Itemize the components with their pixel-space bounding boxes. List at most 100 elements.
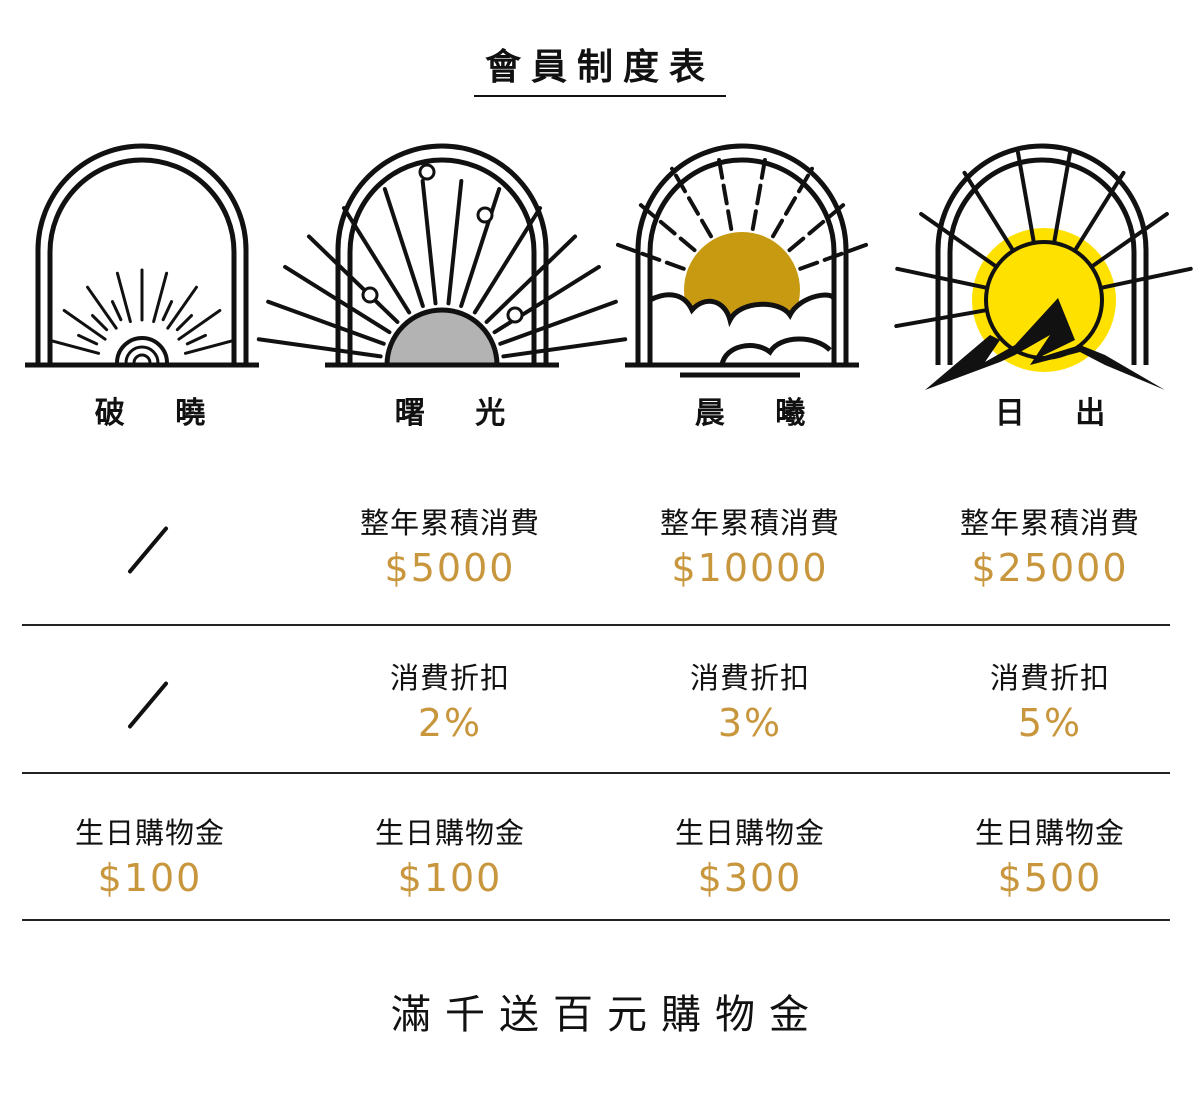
sun-ray: [1052, 150, 1073, 245]
row-divider: [22, 772, 1170, 774]
sun-ray: [1098, 266, 1193, 290]
tier-1: 破 曉: [0, 140, 300, 440]
benefit-label: 消費折扣: [389, 661, 510, 695]
benefit-label: 生日購物金: [374, 816, 525, 850]
sun-ray: [175, 314, 193, 332]
tier-2: 曙 光: [256, 140, 628, 440]
benefit-label: 生日購物金: [974, 816, 1125, 850]
benefit-label: 生日購物金: [674, 816, 825, 850]
benefit-value: $100: [397, 856, 503, 900]
benefit-value: $100: [97, 856, 203, 900]
sun-ray: [161, 300, 174, 322]
sun-ray: [459, 187, 502, 309]
tier-name: 晨 曦: [694, 396, 826, 431]
sun-ray: [798, 240, 876, 271]
sun-ray: [341, 206, 412, 315]
sun-ray: [446, 179, 464, 306]
row-divider: [22, 919, 1170, 921]
benefit-value: $5000: [384, 546, 516, 590]
gray-sun: [384, 307, 500, 368]
sun-ray: [306, 234, 400, 324]
benefit-value: $25000: [971, 546, 1129, 590]
sun-ray: [1072, 170, 1126, 253]
sun-ray: [670, 166, 713, 239]
tier-name: 破 曉: [94, 396, 226, 431]
sun-ray: [177, 309, 222, 341]
sun-ray: [283, 264, 392, 335]
sun-ray: [183, 338, 236, 355]
clouds: [647, 292, 837, 368]
tier-name: 曙 光: [394, 396, 526, 431]
benefit-cell: 消費折扣 3%: [600, 655, 900, 745]
benefit-cell: 生日購物金 $500: [900, 810, 1200, 900]
sun-ray: [715, 150, 734, 231]
title-underline: [474, 95, 726, 97]
sun-ray: [77, 333, 99, 346]
sun-ray: [919, 211, 999, 269]
benefit-value: $300: [697, 856, 803, 900]
benefit-label: 生日購物金: [74, 816, 225, 850]
sun-ray: [771, 166, 814, 239]
sun-ray: [501, 337, 628, 359]
benefit-cell: 整年累積消費 $25000: [900, 500, 1200, 590]
tier-name: 日 出: [994, 396, 1126, 431]
morning-sun-icon: [608, 143, 876, 378]
sun-ray: [152, 271, 169, 324]
benefit-label: 整年累積消費: [359, 506, 540, 540]
benefit-value: $10000: [671, 546, 829, 590]
not-applicable-slash: [127, 680, 169, 730]
sun-ray: [498, 299, 618, 346]
arch-frame: [935, 143, 1149, 365]
sun-ray: [895, 266, 990, 290]
sun-ray: [484, 234, 578, 324]
dawn-icon: [25, 143, 259, 368]
row-divider: [22, 624, 1170, 626]
sun-ray: [787, 198, 852, 253]
sun-ray: [608, 240, 686, 271]
benefit-cell: 生日購物金 $100: [300, 810, 600, 900]
sun-ray: [382, 187, 425, 309]
benefit-label: 整年累積消費: [959, 506, 1140, 540]
sun-ray: [1089, 211, 1169, 269]
benefit-value: $500: [997, 856, 1103, 900]
benefit-label: 消費折扣: [689, 661, 810, 695]
not-applicable-slash: [127, 525, 169, 575]
sun-ray: [86, 285, 118, 330]
arch-frame: [35, 143, 249, 365]
sun-ray: [91, 314, 109, 332]
benefit-cell: 生日購物金 $100: [0, 810, 300, 900]
sun-ray: [115, 271, 132, 324]
tier-3: 晨 曦: [600, 140, 900, 440]
sun-ray: [62, 309, 107, 341]
small-sun: [115, 336, 169, 364]
sun-ray: [185, 333, 207, 346]
sun-ray: [632, 198, 697, 253]
sun-ray: [420, 179, 438, 306]
benefit-value: 2%: [417, 701, 483, 745]
benefit-value: 3%: [717, 701, 783, 745]
benefit-cell: 生日購物金 $300: [600, 810, 900, 900]
sun-ray: [472, 206, 543, 315]
sun-ray: [256, 337, 383, 359]
arch-frame: [335, 143, 549, 365]
sun-ray: [48, 338, 101, 355]
sun-ray: [750, 150, 769, 231]
sun-ray: [266, 299, 386, 346]
sun-ray: [110, 300, 123, 322]
benefit-cell: 消費折扣 2%: [300, 655, 600, 745]
benefit-cell: 整年累積消費 $5000: [300, 500, 600, 590]
benefit-label: 整年累積消費: [659, 506, 840, 540]
benefit-cell: 整年累積消費 $10000: [600, 500, 900, 590]
sun-ray: [1015, 150, 1036, 245]
tier-4: 日 出: [894, 140, 1200, 440]
footer-promo: 滿千送百元購物金: [391, 992, 823, 1038]
yellow-sun: [972, 228, 1116, 372]
sun-ray: [166, 285, 198, 330]
first-light-icon: [256, 143, 628, 368]
mountain: [925, 298, 1165, 390]
sun-ray: [894, 308, 989, 329]
benefit-value: 5%: [1017, 701, 1083, 745]
sun-ray: [962, 170, 1016, 253]
page-title: 會員制度表: [484, 47, 715, 88]
